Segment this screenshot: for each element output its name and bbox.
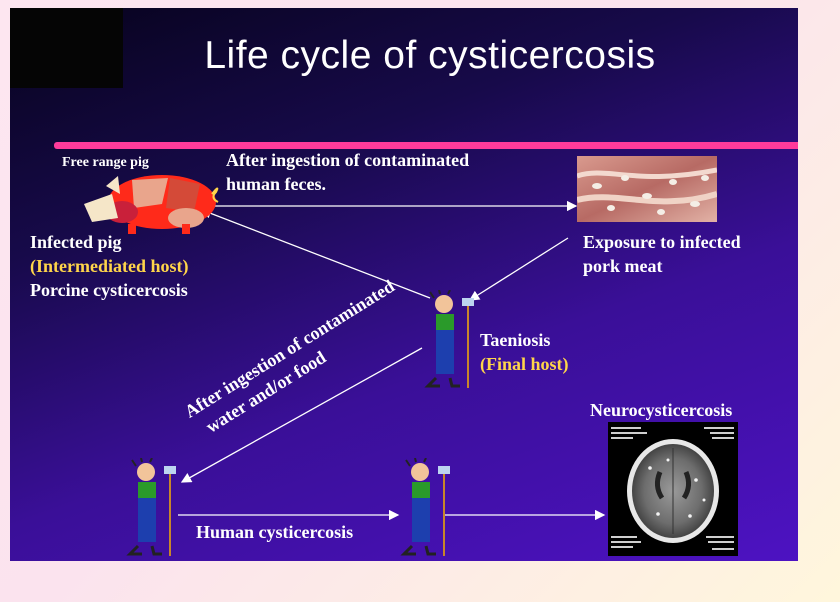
slide: Life cycle of cysticercosis Free range p… [10,8,798,561]
final-host-label: (Final host) [480,352,569,376]
arrow-farmer-to-pig [202,210,430,298]
ingestion-feces-line1: After ingestion of contaminated [226,148,469,172]
intermediate-host-label: (Intermediated host) [30,254,188,278]
porcine-cysticercosis-label: Porcine cysticercosis [30,278,188,302]
farmer-figure-icon [124,458,178,558]
exposure-label-line2: pork meat [583,254,663,278]
exposure-label-line1: Exposure to infected [583,230,741,254]
pig-icon [82,168,222,236]
neurocysticercosis-label: Neurocysticercosis [590,398,732,422]
infected-pig-label: Infected pig [30,230,122,254]
farmer-figure-icon [398,458,452,558]
brain-ct-scan [608,422,738,556]
taeniosis-label: Taeniosis [480,328,550,352]
arrow-meat-to-farmer [470,238,568,300]
meat-photo [577,156,717,222]
ingestion-feces-line2: human feces. [226,172,326,196]
human-cysticercosis-label: Human cysticercosis [196,520,353,544]
farmer-figure-icon [422,290,476,390]
